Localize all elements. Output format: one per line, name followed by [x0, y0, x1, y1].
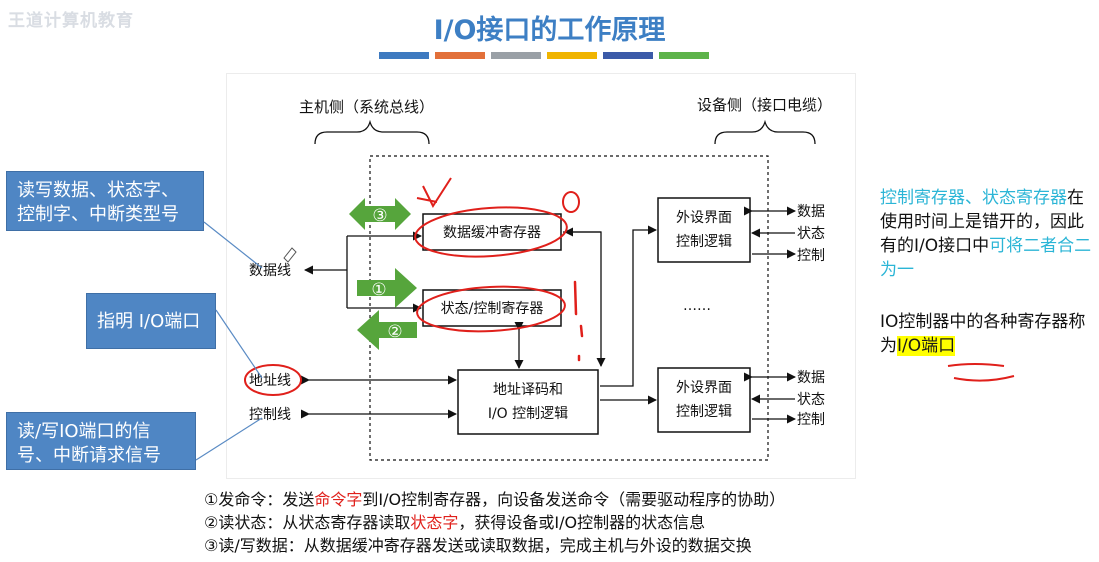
note1-body: 在使用时间上是错开的，因此有的I/O接口中 [880, 188, 1084, 256]
peripheral-control-label-2b: 控制逻辑 [676, 404, 732, 420]
address-decode-logic [457, 369, 599, 435]
data-buffer-register-label: 数据缓冲寄存器 [443, 224, 541, 241]
data-buffer-register [422, 213, 562, 251]
green-arrow-3: ③ [349, 198, 411, 230]
buffer-to-decode-link [563, 231, 606, 367]
handwritten-circle-address [244, 364, 302, 396]
colorbar-segment [379, 52, 429, 59]
colorbar-segment [659, 52, 709, 59]
green-arrow-1-label: ① [371, 280, 386, 300]
callout-port-signals: 读/写IO端口的信号、中断请求信号 [6, 412, 196, 470]
status-control-register [422, 289, 562, 327]
device-status-label-2: 状态 [797, 392, 825, 408]
step-2-prefix: ②读状态：从状态寄存器读取 [204, 513, 411, 532]
callout-port-signals-text: 读/写IO端口的信号、中断请求信号 [17, 421, 161, 466]
colorbar-segment [603, 52, 653, 59]
green-arrow-1: ① [357, 268, 417, 308]
callout-read-write-text: 读写数据、状态字、控制字、中断类型号 [17, 180, 179, 225]
device-data-label-2: 数据 [797, 370, 825, 386]
step-3: ③读/写数据：从数据缓冲寄存器发送或读取数据，完成主机与外设的数据交换 [204, 536, 752, 555]
note2-body: IO控制器中的各种寄存器称为 [880, 312, 1086, 356]
handwritten-circle-status [416, 285, 566, 333]
device-control-label-2: 控制 [797, 412, 825, 428]
handwritten-zero-mark [562, 191, 580, 213]
steps-list: ①发命令：发送命令字到I/O控制寄存器，向设备发送命令（需要驱动程序的协助） ②… [204, 488, 785, 557]
data-line-label: 数据线 [249, 263, 291, 279]
green-arrow-2-label: ② [387, 322, 402, 342]
step-1: ①发命令：发送命令字到I/O控制寄存器，向设备发送命令（需要驱动程序的协助） [204, 488, 785, 511]
note2-handwritten-underline [947, 363, 1015, 382]
note-io-port-definition: IO控制器中的各种寄存器称为I/O端口 [880, 310, 1095, 358]
address-decode-label-1: 地址译码和 [493, 382, 563, 398]
step-1-prefix: ①发命令：发送 [204, 490, 315, 509]
peripheral-control-label-1a: 外设界面 [676, 210, 732, 226]
host-side-label: 主机侧（系统总线） [299, 98, 434, 116]
green-arrow-2: ② [357, 310, 417, 350]
device-status-label-1: 状态 [797, 226, 825, 242]
watermark-logo: 王道计算机教育 [8, 11, 134, 31]
address-line-label: 地址线 [249, 373, 291, 389]
io-interface-diagram: 主机侧（系统总线） 设备侧（接口电缆） 数据缓冲寄存器 状态/控制寄存器 地址译… [227, 74, 855, 478]
device-control-label-1: 控制 [797, 248, 825, 264]
note1-highlight: 控制寄存器、状态寄存器 [880, 188, 1067, 208]
step-2: ②读状态：从状态寄存器读取状态字，获得设备或I/O控制器的状态信息 [204, 511, 785, 534]
peripheral-control-logic-1 [657, 197, 751, 263]
page-title: I/O接口的工作原理 [433, 15, 666, 46]
address-decode-label-2: I/O 控制逻辑 [488, 406, 568, 422]
handwritten-exclamation-mark [573, 280, 584, 362]
peripheral-control-label-1b: 控制逻辑 [676, 234, 732, 250]
interface-boundary [369, 155, 769, 461]
peripheral-control-logic-2 [657, 367, 751, 433]
callout-io-port: 指明 I/O端口 [86, 293, 216, 349]
colorbar-segment [547, 52, 597, 59]
host-side-brace [314, 119, 430, 145]
control-line-label: 控制线 [249, 407, 291, 423]
note2-io-port-term: I/O端口 [897, 336, 956, 356]
step-2-rest: ，获得设备或I/O控制器的状态信息 [458, 513, 706, 532]
step-1-rest: 到I/O控制寄存器，向设备发送命令（需要驱动程序的协助） [362, 490, 786, 509]
green-arrow-3-label: ③ [372, 206, 387, 226]
handwritten-circle-buffer [414, 206, 568, 258]
colorbar-segment [435, 52, 485, 59]
status-control-register-label: 状态/控制寄存器 [441, 300, 544, 317]
device-side-brace [714, 119, 816, 145]
callout-io-port-text: 指明 I/O端口 [97, 311, 201, 332]
step-2-keyword: 状态字 [410, 513, 459, 532]
note1-conclusion: 可将二者合二为一 [880, 236, 1092, 280]
decode-to-peripheral1 [600, 225, 657, 387]
step-1-keyword: 命令字 [314, 490, 363, 509]
note-registers-combined: 控制寄存器、状态寄存器在使用时间上是错开的，因此有的I/O接口中可将二者合二为一 [880, 186, 1095, 282]
more-devices-dots: …… [683, 298, 711, 314]
device-data-label-1: 数据 [797, 204, 825, 220]
callout-read-write-data: 读写数据、状态字、控制字、中断类型号 [6, 171, 204, 231]
colorbar-segment [491, 52, 541, 59]
device-side-label: 设备侧（接口电缆） [697, 96, 832, 114]
peripheral-control-label-2a: 外设界面 [676, 380, 732, 396]
handwritten-check-mark [416, 177, 452, 209]
